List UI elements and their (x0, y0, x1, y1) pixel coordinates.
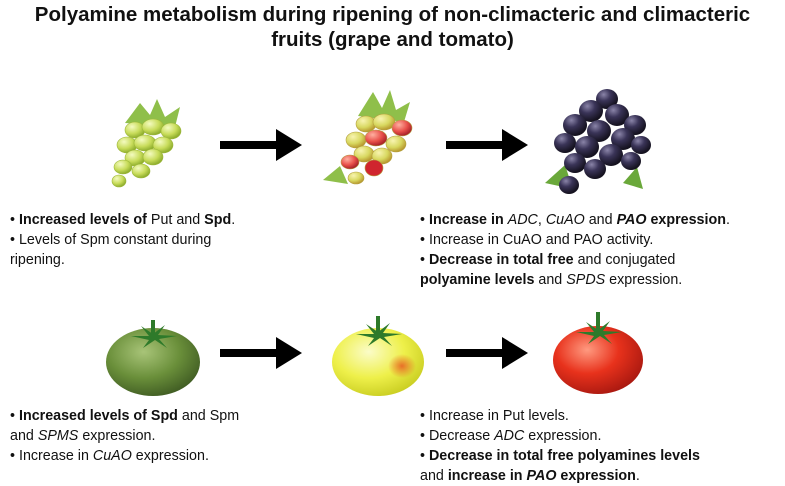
note-text-run: and conjugated (573, 252, 676, 268)
note-text-run: expression. (78, 428, 156, 444)
note-text-run: polyamine levels (420, 272, 535, 288)
note-text-run: • Levels of Spm constant during (10, 232, 212, 248)
tomato-right-note: • Increase in Put levels. • Decrease ADC … (420, 406, 780, 486)
note-text-run: CuAO (92, 448, 132, 464)
veraison-grape-cluster-icon (323, 90, 413, 185)
note-text-run: expression (646, 212, 726, 228)
note-text-run: PAO (616, 212, 647, 228)
note-text-run: and (10, 428, 38, 444)
note-text-run: • (10, 408, 19, 424)
title-line-2: fruits (grape and tomato) (271, 28, 514, 51)
grape-right-note: • Increase in ADC, CuAO and PAO expressi… (420, 210, 780, 290)
note-text-run: ripening. (10, 252, 65, 268)
note-text-run: . (635, 468, 640, 484)
note-text-run: Increased levels of (18, 212, 147, 228)
note-text-run: ADC (494, 428, 525, 444)
note-line: • Increased levels of Put and Spd. (10, 210, 310, 230)
note-line: • Increase in CuAO and PAO activity. (420, 230, 780, 250)
note-text-run: Increased levels of Spd (18, 408, 178, 424)
arrow-grape-2-icon (446, 129, 528, 161)
note-line: • Decrease in total free polyamines leve… (420, 446, 780, 466)
figure-title: Polyamine metabolism during ripening of … (0, 2, 785, 52)
note-text-run: • Increase in CuAO and PAO activity. (420, 232, 654, 248)
note-text-run: PAO (526, 468, 557, 484)
note-text-run: SPDS (566, 272, 606, 288)
unripe-grape-cluster-icon (111, 99, 182, 188)
yellow-tomato-icon (332, 316, 424, 396)
note-text-run: SPMS (37, 428, 79, 444)
note-text-run: Decrease in total free (428, 252, 574, 268)
note-line: • Increase in CuAO expression. (10, 446, 310, 466)
ripe-grape-cluster-icon (545, 89, 651, 194)
note-text-run: Increase in (428, 212, 504, 228)
note-text-run: and Spm (177, 408, 240, 424)
arrow-tomato-2-icon (446, 337, 528, 369)
note-text-run: ADC (507, 212, 538, 228)
note-line: • Decrease in total free and conjugated (420, 250, 780, 270)
note-line: polyamine levels and SPDS expression. (420, 270, 780, 290)
note-text-run: Decrease in total free polyamines levels (428, 448, 700, 464)
note-line: • Decrease ADC expression. (420, 426, 780, 446)
note-line: • Increased levels of Spd and Spm (10, 406, 310, 426)
green-tomato-icon (106, 320, 200, 396)
note-text-run: expression. (131, 448, 209, 464)
note-text-run: and (584, 212, 617, 228)
note-text-run: • Increase in Put levels. (420, 408, 569, 424)
note-text-run: • (420, 212, 429, 228)
arrow-tomato-1-icon (220, 337, 302, 369)
note-text-run: Spd (204, 212, 232, 228)
note-text-run: . (231, 212, 236, 228)
note-text-run: and (534, 272, 567, 288)
note-text-run: , (537, 212, 546, 228)
grape-left-note: • Increased levels of Put and Spd. • Leve… (10, 210, 310, 270)
title-line-1: Polyamine metabolism during ripening of … (34, 3, 751, 26)
note-text-run: increase in (447, 468, 527, 484)
note-text-run: expression (556, 468, 636, 484)
note-text-run: . (725, 212, 730, 228)
note-line: • Increase in Put levels. (420, 406, 780, 426)
note-text-run: • (420, 448, 429, 464)
note-line: and SPMS expression. (10, 426, 310, 446)
note-line: ripening. (10, 250, 310, 270)
note-line: • Increase in ADC, CuAO and PAO expressi… (420, 210, 780, 230)
note-line: and increase in PAO expression. (420, 466, 780, 486)
note-text-run: and (420, 468, 448, 484)
note-line: • Levels of Spm constant during (10, 230, 310, 250)
note-text-run: CuAO (545, 212, 585, 228)
note-text-run: • (420, 252, 429, 268)
note-text-run: Put and (146, 212, 205, 228)
note-text-run: expression. (524, 428, 602, 444)
red-tomato-icon (553, 312, 643, 394)
note-text-run: • (10, 212, 19, 228)
note-text-run: • Increase in (10, 448, 93, 464)
note-text-run: expression. (605, 272, 683, 288)
arrow-grape-1-icon (220, 129, 302, 161)
note-text-run: • Decrease (420, 428, 495, 444)
